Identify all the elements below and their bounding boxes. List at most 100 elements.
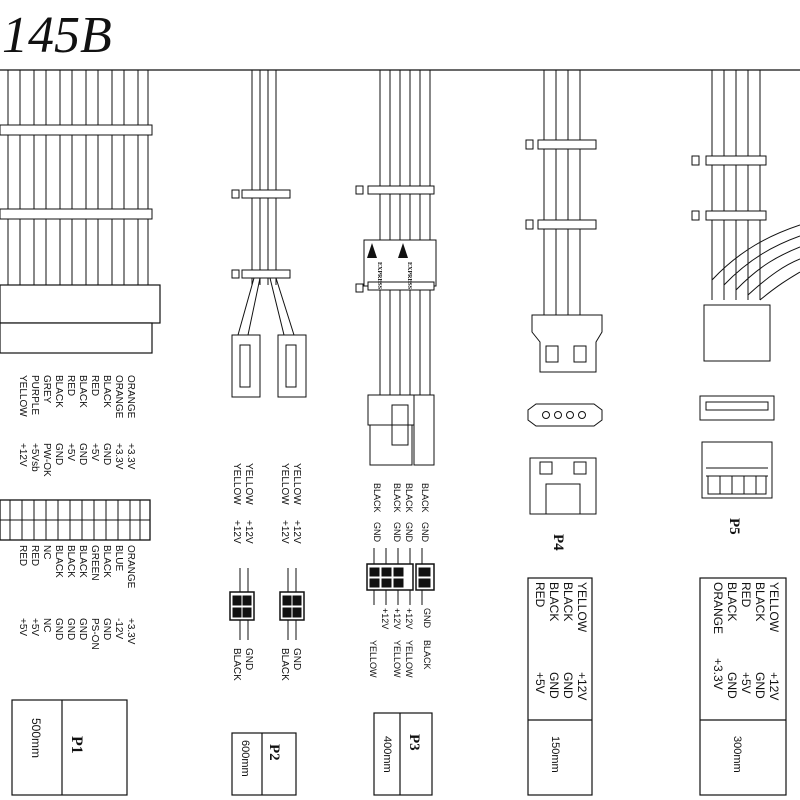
p3-spec-table [373, 712, 433, 796]
p1-color-left: RED [89, 375, 100, 396]
p5-cable [691, 70, 800, 499]
p1-colors-left: ORANGE ORANGE BLACK RED BLACK RED BLACK … [17, 375, 136, 419]
p2-length: 600mm [239, 740, 251, 777]
p3-top-color: BLACK [372, 483, 382, 513]
p1-color-right: BLACK [65, 545, 76, 578]
p1-signal-left: +3.3V [113, 443, 124, 470]
p1-signal-right: -12V [113, 618, 124, 639]
p1-color-right: BLACK [53, 545, 64, 578]
p5-color: YELLOW [767, 582, 781, 633]
p3-top-signal: GND [420, 522, 430, 543]
p1-color-right: RED [17, 545, 28, 566]
p4-signal: +5V [533, 672, 547, 694]
p5-color: ORANGE [711, 582, 725, 634]
p5-color: RED [739, 582, 753, 608]
p4-signal: GND [547, 672, 561, 699]
p3-top-color: BLACK [392, 483, 402, 513]
model-title: 145B [2, 7, 112, 64]
p2-top-labels: YELLOW YELLOW +12V +12V YELLOW YELLOW +1… [231, 463, 302, 544]
p1-signal-left: +5V [89, 443, 100, 461]
p1-color-left: BLACK [101, 375, 112, 408]
p3-top-color: BLACK [404, 483, 414, 513]
p3-bottom-color: YELLOW [392, 640, 402, 678]
p1-color-left: ORANGE [113, 375, 124, 419]
p1-cable [0, 70, 161, 354]
p2-spec-table [231, 732, 297, 796]
p4-color: YELLOW [575, 582, 589, 633]
p1-color-right: RED [29, 545, 40, 566]
p3-cable [355, 70, 437, 466]
p2-bottom-color: BLACK [231, 648, 242, 681]
p1-color-left: YELLOW [17, 375, 28, 417]
p3-sleeve-text: EXPRESS [376, 262, 382, 290]
p2-bottom-color: BLACK [279, 648, 290, 681]
p1-spec-table [11, 699, 128, 796]
p1-length: 500mm [29, 718, 43, 758]
p1-signal-right: GND [101, 618, 112, 640]
p4-table-text: YELLOW BLACK BLACK RED +12V GND GND +5V … [533, 582, 589, 773]
p4-spec-table [527, 577, 593, 796]
p3-sleeve-text: EXPRESS [406, 262, 412, 290]
p1-color-right: BLACK [77, 545, 88, 578]
p2-top-signal: +12V [243, 520, 254, 544]
p1-signal-left: GND [101, 443, 112, 465]
p1-signal-right: GND [53, 618, 64, 640]
p1-label: P1 [68, 736, 85, 754]
p2-top-color: YELLOW [231, 463, 242, 505]
p3-top-labels: BLACK BLACK BLACK BLACK GND GND GND GND [372, 483, 430, 543]
p5-spec-table [699, 577, 787, 796]
p1-signal-left: +3.3V [125, 443, 136, 470]
p5-signal: +3.3V [711, 658, 725, 690]
p3-label: P3 [406, 734, 422, 751]
p4-label: P4 [550, 534, 566, 551]
p4-signal: +12V [575, 672, 589, 700]
p4-color: BLACK [561, 582, 575, 621]
p1-signal-right: PS-ON [89, 618, 100, 650]
p2-label: P2 [266, 744, 282, 761]
p1-signal-right: +5V [29, 618, 40, 636]
p1-color-left: RED [65, 375, 76, 396]
p1-color-left: BLACK [77, 375, 88, 408]
p1-colors-right: ORANGE BLUE BLACK GREEN BLACK BLACK BLAC… [17, 545, 136, 589]
p4-length: 150mm [549, 736, 561, 773]
p3-top-signal: GND [404, 522, 414, 543]
p1-color-right: BLACK [101, 545, 112, 578]
p3-bottom-signal: +12V [404, 608, 414, 629]
p1-color-right: GREEN [89, 545, 100, 581]
p2-bottom-signal: GND [243, 648, 254, 670]
p2-cable [231, 70, 307, 398]
p3-pin-block [366, 548, 435, 605]
p2-top-color: YELLOW [243, 463, 254, 505]
p5-signal: GND [725, 672, 739, 699]
p2-pin-blocks [229, 568, 305, 640]
p4-cable [525, 70, 603, 515]
p2-top-signal: +12V [279, 520, 290, 544]
p5-length: 300mm [731, 736, 743, 773]
p5-color: BLACK [725, 582, 739, 621]
p2-bottom-labels: GND BLACK GND BLACK [231, 648, 302, 681]
p5-color: BLACK [753, 582, 767, 621]
p1-signal-left: GND [53, 443, 64, 465]
p3-top-signal: GND [392, 522, 402, 543]
p2-top-color: YELLOW [279, 463, 290, 505]
p3-bottom-signal: GND [422, 608, 432, 629]
p1-signal-right: NC [41, 618, 52, 632]
p1-signals-left: +3.3V +3.3V GND +5V GND +5V GND PW-OK +5… [17, 443, 136, 477]
p1-signal-left: +5Vsb [29, 443, 40, 472]
p3-bottom-color: YELLOW [368, 640, 378, 678]
p3-bottom-color: YELLOW [404, 640, 414, 678]
p5-signal: GND [753, 672, 767, 699]
p1-signal-right: GND [65, 618, 76, 640]
p5-signal: +5V [739, 672, 753, 694]
p5-label: P5 [726, 518, 742, 535]
p3-length: 400mm [381, 736, 393, 773]
p1-signal-left: +5V [65, 443, 76, 461]
p1-signals-right: +3.3V -12V GND PS-ON GND GND GND NC +5V … [17, 618, 136, 650]
p1-color-left: ORANGE [125, 375, 136, 419]
p3-sleeve: EXPRESS EXPRESS [367, 243, 412, 290]
p1-color-right: ORANGE [125, 545, 136, 589]
p5-table-text: YELLOW BLACK RED BLACK ORANGE +12V GND +… [711, 582, 781, 773]
p3-bottom-labels: +12V +12V +12V GND YELLOW YELLOW YELLOW … [368, 608, 432, 678]
p1-signal-right: +5V [17, 618, 28, 636]
